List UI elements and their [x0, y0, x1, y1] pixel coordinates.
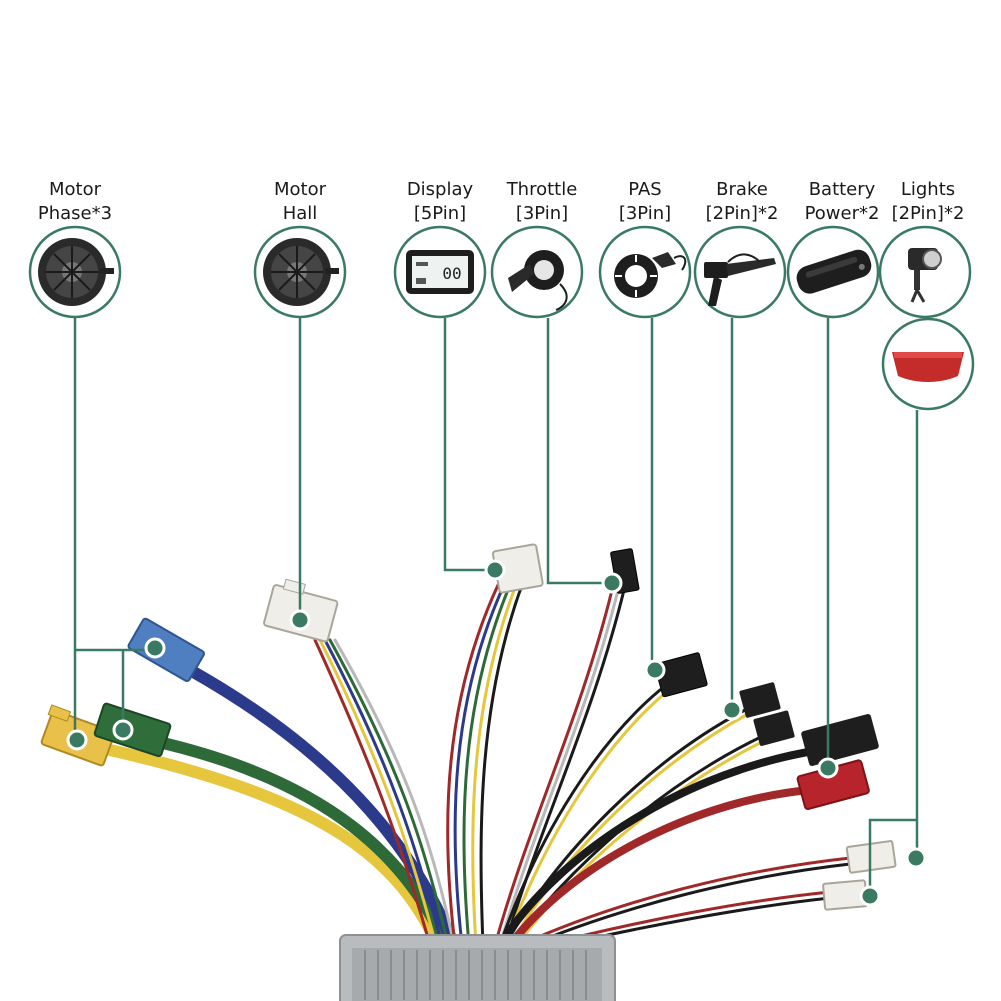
- dot-pas: [644, 659, 666, 681]
- label-battery-line1: Battery: [808, 179, 876, 200]
- label-brake-line2: [2Pin]*2: [705, 203, 779, 224]
- motor-hall-icon-circle: [253, 225, 347, 319]
- phase-connector-blue: [127, 617, 205, 682]
- label-lights-line2: [2Pin]*2: [891, 203, 965, 224]
- battery-wire-black: [496, 746, 824, 949]
- lcd-display-icon: 00: [406, 250, 474, 294]
- display-wire-blue: [453, 583, 506, 947]
- dot-throttle: [601, 572, 623, 594]
- leader-lights-branch: [868, 818, 917, 896]
- label-pas: PAS [3Pin]: [593, 178, 697, 226]
- pas-sensor-icon: [614, 252, 687, 298]
- hall-wire-yellow: [318, 638, 438, 947]
- headlight-icon: [908, 248, 942, 303]
- throttle-icon-circle: [490, 225, 584, 319]
- battery-icon-circle: [786, 225, 880, 319]
- dot-lights-2: [859, 885, 881, 907]
- dot-phase-blue: [144, 637, 166, 659]
- label-brake: Brake [2Pin]*2: [690, 178, 794, 226]
- thumb-throttle-icon: [508, 250, 568, 311]
- display-wire-red: [446, 583, 500, 947]
- battery-connector-black: [801, 713, 879, 767]
- pas-icon-circle: [598, 225, 692, 319]
- display-wire-yellow: [471, 583, 518, 947]
- label-lights: Lights [2Pin]*2: [886, 178, 970, 226]
- tail-light-icon-circle: [881, 317, 975, 411]
- connectors: [40, 543, 897, 911]
- wire-bundle: [104, 583, 852, 956]
- label-throttle: Throttle [3Pin]: [490, 178, 594, 226]
- label-brake-line1: Brake: [716, 179, 768, 200]
- battery-wire-red: [506, 786, 814, 949]
- throttle-wire-red: [493, 588, 614, 947]
- hall-connector: [263, 578, 339, 643]
- dot-phase-yellow: [66, 729, 88, 751]
- connection-dots: [66, 559, 927, 907]
- light-wire-red-1: [518, 856, 852, 947]
- hub-motor-icon: [263, 238, 339, 306]
- throttle-wire-black: [503, 588, 626, 947]
- motor-phase-icon-circle: [28, 225, 122, 319]
- label-throttle-line1: Throttle: [506, 179, 578, 200]
- display-icon-circle: 00: [393, 225, 487, 319]
- pas-connector: [654, 652, 708, 698]
- light-wire-black-1: [521, 862, 852, 950]
- label-display-line2: [5Pin]: [413, 203, 467, 224]
- label-motor-hall-line1: Motor: [273, 179, 326, 200]
- leader-lines: [73, 318, 919, 896]
- leader-throttle: [546, 318, 612, 585]
- dot-display: [484, 559, 506, 581]
- pas-wire-yellow: [503, 692, 666, 947]
- brake-icon-circle: [693, 225, 787, 319]
- display-wire-black: [479, 583, 524, 947]
- dot-lights-1: [905, 847, 927, 869]
- hall-wire-green: [328, 638, 450, 947]
- label-motor-phase: Motor Phase*3: [20, 178, 130, 226]
- leader-display: [443, 318, 495, 572]
- phase-wire-green: [144, 734, 454, 956]
- label-pas-line1: PAS: [628, 179, 662, 200]
- label-pas-line2: [3Pin]: [618, 203, 672, 224]
- label-battery: Battery Power*2: [790, 178, 894, 226]
- hall-wire-red: [313, 638, 432, 947]
- lcd-display-digits: 00: [442, 264, 461, 283]
- label-motor-phase-line1: Motor: [48, 179, 101, 200]
- lights-icon-circle: [878, 225, 972, 319]
- hub-motor-icon: [38, 238, 114, 306]
- pas-wire-black: [498, 688, 662, 947]
- display-wire-green: [462, 583, 512, 947]
- hall-wire-gray: [333, 638, 456, 947]
- dot-battery: [817, 757, 839, 779]
- dot-hall: [289, 609, 311, 631]
- label-motor-hall: Motor Hall: [245, 178, 355, 226]
- battery-pack-icon: [796, 249, 872, 294]
- label-battery-line2: Power*2: [804, 203, 880, 224]
- controller-case: [339, 934, 616, 1001]
- label-motor-phase-line2: Phase*3: [37, 203, 113, 224]
- brake-wire-yellow-1: [508, 712, 750, 947]
- brake-lever-icon: [704, 253, 776, 306]
- component-icons: 00: [28, 225, 975, 411]
- label-motor-hall-line2: Hall: [282, 203, 318, 224]
- throttle-wire-gray: [498, 588, 620, 947]
- dot-phase-green: [112, 719, 134, 741]
- label-display: Display [5Pin]: [388, 178, 492, 226]
- brake-connector-1: [739, 682, 781, 718]
- brake-connector-2: [753, 710, 795, 746]
- dot-brake: [721, 699, 743, 721]
- label-lights-line1: Lights: [900, 179, 956, 200]
- tail-light-icon: [892, 352, 964, 382]
- label-display-line1: Display: [406, 179, 474, 200]
- label-throttle-line2: [3Pin]: [515, 203, 569, 224]
- hall-wire-blue: [323, 638, 444, 947]
